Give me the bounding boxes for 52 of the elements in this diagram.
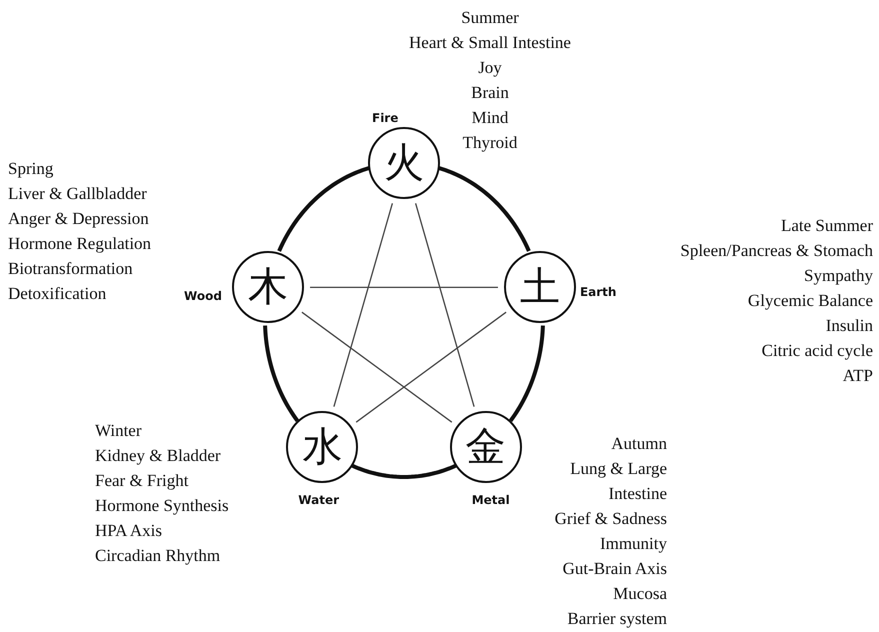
- association-text: Thyroid: [462, 132, 518, 154]
- association-text: Biotransformation: [8, 258, 134, 280]
- association-text: Lung & Large Intestine: [569, 458, 667, 505]
- association-text: Hormone Regulation: [8, 233, 152, 255]
- star-line: [414, 203, 475, 407]
- element-name: Earth: [580, 285, 616, 300]
- association-text: Hormone Synthesis: [95, 495, 229, 517]
- association-text: Mucosa: [612, 583, 667, 605]
- association-text: Brain: [470, 82, 510, 104]
- association-text: Liver & Gallbladder: [8, 183, 148, 205]
- star-line: [356, 312, 506, 423]
- element-character: 土: [520, 267, 560, 308]
- association-text: Kidney & Bladder: [95, 445, 222, 467]
- association-text: Sympathy: [803, 265, 873, 287]
- arc-connector: [263, 326, 300, 422]
- star-line: [302, 312, 452, 423]
- star-line: [333, 203, 394, 407]
- association-text: Immunity: [598, 533, 667, 555]
- association-text: Summer: [460, 7, 520, 29]
- association-text: Joy: [477, 57, 503, 79]
- association-text: Barrier system: [566, 608, 667, 630]
- association-text: Heart & Small Intestine: [409, 32, 571, 54]
- association-text: Circadian Rhythm: [95, 545, 222, 567]
- association-text: Gut-Brain Axis: [562, 558, 667, 580]
- association-text: Winter: [95, 420, 143, 442]
- association-text: Mind: [470, 107, 510, 129]
- element-name: Metal: [472, 493, 510, 508]
- star-line: [310, 286, 498, 288]
- association-text: Autumn: [610, 433, 667, 455]
- arc-connector: [277, 166, 371, 252]
- association-text: ATP: [842, 365, 873, 387]
- association-text: Spring: [8, 158, 54, 180]
- element-name: Wood: [184, 289, 222, 304]
- association-text: Insulin: [824, 315, 873, 337]
- element-character: 水: [302, 427, 342, 468]
- association-text: Glycemic Balance: [746, 290, 873, 312]
- association-text: Anger & Depression: [8, 208, 150, 230]
- arc-connector: [437, 166, 531, 252]
- association-text: Citric acid cycle: [760, 340, 873, 362]
- association-text: Detoxification: [8, 283, 108, 305]
- element-character: 火: [384, 143, 424, 183]
- association-text: Late Summer: [780, 215, 873, 237]
- arc-connector: [508, 326, 545, 422]
- element-name: Fire: [372, 111, 398, 125]
- element-character: 金: [466, 427, 506, 468]
- element-character: 木: [248, 267, 288, 308]
- arc-connector: [351, 464, 457, 479]
- association-text: Grief & Sadness: [554, 508, 667, 530]
- association-text: HPA Axis: [95, 520, 163, 542]
- element-name: Water: [298, 493, 339, 508]
- association-text: Spleen/Pancreas & Stomach: [680, 240, 873, 262]
- association-text: Fear & Fright: [95, 470, 190, 492]
